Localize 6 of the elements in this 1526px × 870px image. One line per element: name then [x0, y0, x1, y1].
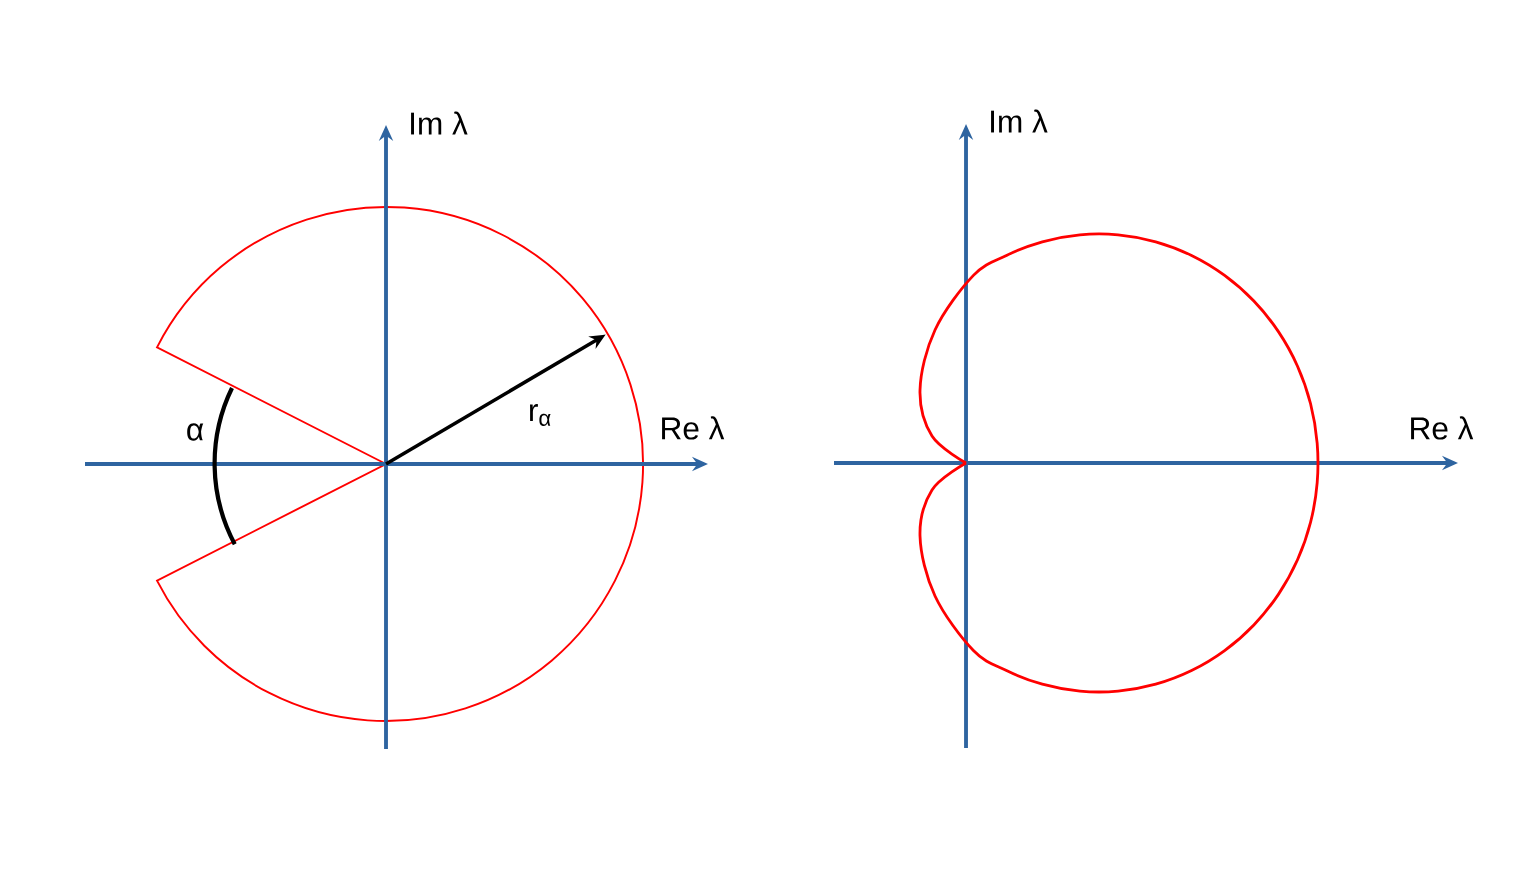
axis-label: Re λ	[662, 416, 725, 440]
axis-label: Im λ	[991, 109, 1048, 133]
axis-label: Im λ	[411, 111, 468, 135]
axis-label: Re λ	[1411, 416, 1474, 440]
angle-label: α	[187, 423, 204, 441]
radius-label: r$_{α}$	[530, 404, 551, 426]
